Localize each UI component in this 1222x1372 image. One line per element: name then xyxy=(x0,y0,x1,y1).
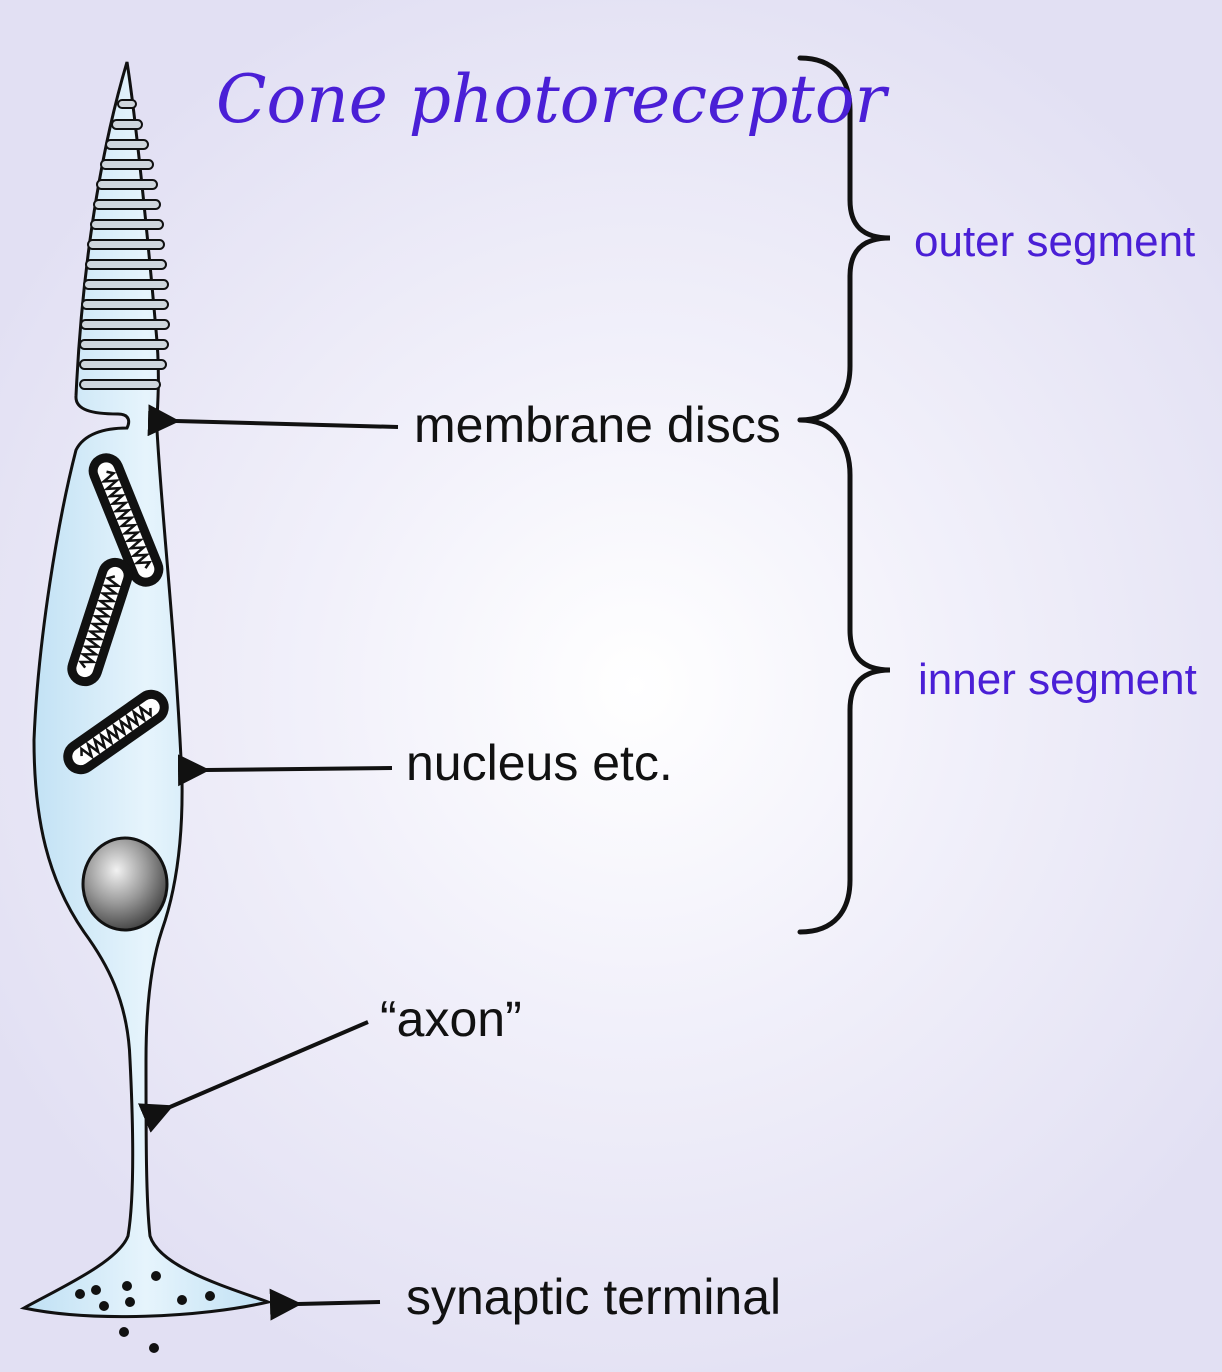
membrane-disc xyxy=(100,159,154,170)
mitochondrion xyxy=(67,557,133,687)
membrane-disc xyxy=(87,239,165,250)
membrane-disc-stack xyxy=(79,99,170,390)
membrane-disc xyxy=(81,299,169,310)
mitochondrion xyxy=(63,689,169,775)
label-nucleus: nucleus etc. xyxy=(406,735,673,791)
label-synaptic-terminal: synaptic terminal xyxy=(406,1269,781,1325)
arrow-synaptic-terminal xyxy=(269,1288,381,1321)
membrane-disc xyxy=(85,259,167,270)
brace-inner-segment xyxy=(797,417,891,935)
vesicle xyxy=(149,1343,159,1353)
arrow-nucleus xyxy=(177,754,393,787)
vesicle xyxy=(177,1295,187,1305)
synaptic-vesicles xyxy=(75,1271,215,1353)
vesicle xyxy=(91,1285,101,1295)
label-outer-segment: outer segment xyxy=(914,217,1195,266)
vesicle xyxy=(205,1291,215,1301)
vesicle xyxy=(125,1297,135,1307)
cell-body xyxy=(19,61,274,1319)
arrow-axon xyxy=(137,1020,369,1133)
membrane-disc xyxy=(79,339,169,350)
vesicle xyxy=(75,1289,85,1299)
membrane-disc xyxy=(96,179,158,190)
mitochondrion xyxy=(88,453,164,587)
nucleus xyxy=(81,836,169,932)
vesicle xyxy=(122,1281,132,1291)
brace-outer-segment xyxy=(797,55,891,423)
membrane-disc xyxy=(83,279,169,290)
membrane-disc xyxy=(79,359,167,370)
membrane-disc xyxy=(117,99,137,109)
membrane-disc xyxy=(90,219,164,230)
membrane-disc xyxy=(93,199,161,210)
vesicle xyxy=(119,1327,129,1337)
label-axon: “axon” xyxy=(380,991,522,1047)
membrane-disc xyxy=(79,379,161,390)
membrane-disc xyxy=(80,319,170,330)
membrane-disc xyxy=(105,139,149,150)
label-inner-segment: inner segment xyxy=(918,655,1197,704)
arrow-membrane-discs xyxy=(147,404,399,437)
vesicle xyxy=(151,1271,161,1281)
membrane-disc xyxy=(111,119,143,130)
diagram-title: Cone photoreceptor xyxy=(216,61,890,138)
label-membrane-discs: membrane discs xyxy=(414,397,781,453)
vesicle xyxy=(99,1301,109,1311)
